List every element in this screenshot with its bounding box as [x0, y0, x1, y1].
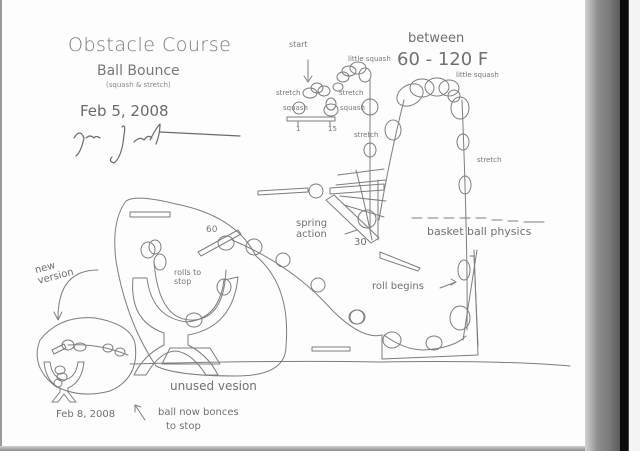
timeline-mark-15: 15	[328, 125, 337, 133]
sheet-subtitle-note: (squash & stretch)	[106, 81, 171, 89]
paper-bottom-edge	[0, 446, 585, 451]
ball-note-line-2: to stop	[166, 421, 201, 432]
start-bounce-sequence	[286, 59, 379, 231]
spring-action-arrow	[344, 229, 358, 235]
main-trajectory	[231, 238, 383, 337]
high-arc-bounce	[378, 77, 472, 331]
stretch-label-mid: stretch	[339, 89, 364, 97]
unused-version-enclosure	[114, 197, 288, 377]
sketch-paper	[0, 0, 585, 447]
spring-action-label: spring action	[296, 218, 328, 240]
paper-left-edge	[0, 0, 2, 451]
scanner-edge	[620, 0, 628, 451]
spring-and-platform	[257, 168, 421, 272]
spring-frame-label: 30	[354, 237, 367, 248]
ball-note-arrow	[134, 404, 146, 421]
new-version-enclosure	[36, 317, 137, 403]
frame-range-label: 60 - 120 F	[397, 49, 489, 70]
start-label: start	[289, 40, 308, 49]
timeline-mark-1: 1	[296, 125, 301, 133]
little-squash-label-1: little squash	[348, 55, 391, 63]
pencil-sketch-drawing	[36, 59, 571, 421]
squash-label-left: squash	[283, 104, 308, 112]
basketball-physics-label: basket ball physics	[427, 225, 532, 238]
signature-scribble	[73, 123, 241, 164]
roll-begins-label: roll begins	[372, 281, 424, 292]
stretch-label-drop: stretch	[354, 131, 379, 139]
trough-and-ramp	[311, 249, 479, 360]
basketball-physics-divider	[411, 217, 545, 223]
roll-begins-arrow	[439, 278, 457, 289]
rolls-to-stop-label: rolls to stop	[174, 268, 202, 286]
new-version-date: Feb 8, 2008	[56, 409, 116, 420]
stretch-label-right: stretch	[477, 156, 502, 164]
unused-version-label: unused vesion	[170, 379, 257, 393]
stretch-label-left: stretch	[276, 89, 301, 97]
sheet-date: Feb 5, 2008	[80, 102, 169, 120]
sheet-subtitle: Ball Bounce	[97, 63, 180, 79]
scanner-margin	[628, 0, 640, 451]
ground-line	[129, 360, 571, 367]
sheet-title: Obstacle Course	[68, 34, 232, 56]
squash-label-mid: squash	[340, 104, 365, 112]
between-label: between	[408, 31, 465, 46]
new-version-arrow	[53, 269, 99, 321]
scanner-shadow	[585, 0, 620, 451]
ramp-frame-label: 60	[206, 225, 218, 235]
little-squash-label-2: little squash	[456, 71, 499, 79]
ball-note-line-1: ball now bonces	[158, 407, 239, 418]
